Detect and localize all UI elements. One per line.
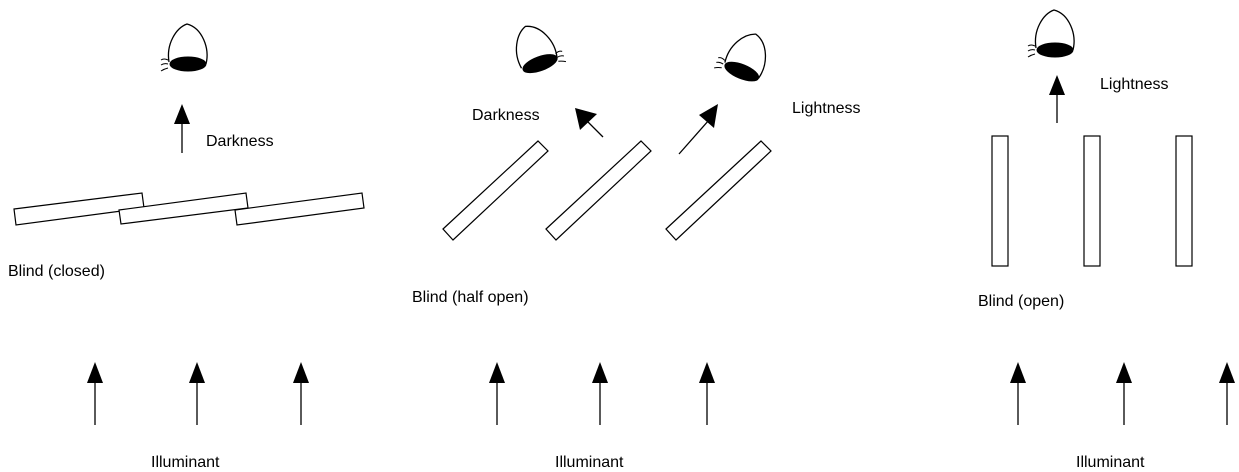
- arrow-up-icon: [87, 362, 103, 425]
- illuminant-arrows: [87, 362, 309, 425]
- arrow-up-right-icon: [678, 104, 718, 155]
- illuminant-label: Illuminant: [555, 454, 624, 471]
- panel-half-open: Darkness Lightness Blind (half open): [412, 25, 861, 471]
- arrow-up-icon: [1116, 362, 1132, 425]
- blind-slat: [665, 140, 772, 241]
- eye-icon: [1027, 9, 1075, 58]
- arrow-up-left-icon: [575, 108, 604, 138]
- illuminant-label: Illuminant: [151, 454, 220, 471]
- blind-label: Blind (open): [978, 293, 1064, 310]
- arrow-up-icon: [189, 362, 205, 425]
- blind-closed: [13, 192, 365, 226]
- eye-icon: [713, 33, 767, 82]
- view-label-darkness: Darkness: [472, 107, 540, 124]
- blind-label: Blind (closed): [8, 263, 105, 280]
- blind-slat: [545, 140, 652, 241]
- blind-slat: [991, 135, 1009, 267]
- eye-icon: [515, 25, 567, 74]
- blind-label: Blind (half open): [412, 289, 529, 306]
- illuminant-label: Illuminant: [1076, 454, 1145, 471]
- arrow-up-icon: [293, 362, 309, 425]
- arrow-up-icon: [1049, 75, 1065, 123]
- eye-icon: [160, 23, 208, 72]
- view-label-lightness: Lightness: [792, 100, 861, 117]
- arrow-up-icon: [699, 362, 715, 425]
- blind-slat: [1083, 135, 1101, 267]
- view-label-darkness: Darkness: [206, 133, 274, 150]
- arrow-up-icon: [1010, 362, 1026, 425]
- illuminant-arrows: [489, 362, 715, 425]
- blind-slat: [234, 192, 365, 226]
- arrow-up-icon: [1219, 362, 1235, 425]
- arrow-up-icon: [174, 104, 190, 153]
- arrow-up-icon: [592, 362, 608, 425]
- blind-slat: [1175, 135, 1193, 267]
- arrow-up-icon: [489, 362, 505, 425]
- blind-half-open: [442, 140, 772, 241]
- panel-closed: Darkness Blind (closed) Illuminant: [8, 23, 365, 471]
- blind-open: [991, 135, 1193, 267]
- blind-slat: [442, 140, 549, 241]
- panel-open: Lightness Blind (open) Illuminant: [978, 9, 1235, 471]
- view-label-lightness: Lightness: [1100, 76, 1169, 93]
- illuminant-arrows: [1010, 362, 1235, 425]
